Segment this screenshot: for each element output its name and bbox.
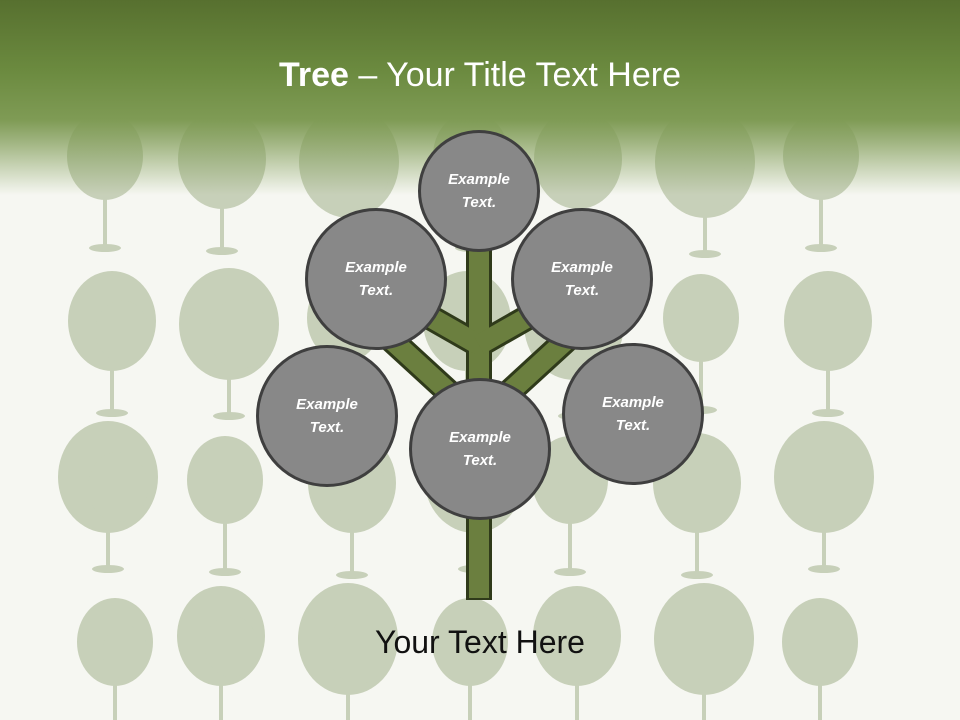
node-center-text: Example Text. (449, 429, 511, 469)
node-upper-right-text: Example Text. (551, 259, 613, 299)
background-tree-icon (187, 436, 263, 576)
title-rest: Your Title Text Here (386, 56, 681, 94)
background-tree-icon (58, 421, 158, 573)
background-tree-icon (77, 598, 153, 720)
node-upper-right[interactable]: Example Text. (511, 208, 653, 350)
background-tree-icon (774, 421, 874, 573)
node-top[interactable]: Example Text. (418, 130, 540, 252)
title-separator: – (348, 56, 387, 94)
node-center[interactable]: Example Text. (409, 378, 551, 520)
node-upper-left-text: Example Text. (345, 259, 407, 299)
background-tree-icon (68, 271, 156, 417)
background-tree-icon (298, 583, 398, 720)
background-tree-icon (782, 598, 858, 720)
slide-title[interactable]: Tree – Your Title Text Here (0, 52, 960, 98)
node-lower-right-text: Example Text. (602, 394, 664, 434)
background-tree-icon (177, 586, 265, 720)
node-upper-left[interactable]: Example Text. (305, 208, 447, 350)
footer-text[interactable]: Your Text Here (375, 624, 585, 660)
background-tree-icon (179, 268, 279, 420)
background-tree-icon (654, 583, 754, 720)
title-strong: Tree (279, 56, 349, 94)
node-lower-right[interactable]: Example Text. (562, 343, 704, 485)
background-tree-icon (784, 271, 872, 417)
node-top-text: Example Text. (448, 171, 510, 211)
node-lower-left-text: Example Text. (296, 396, 358, 436)
background-tree-icon (533, 586, 621, 720)
background-tree-icon (432, 598, 508, 720)
node-lower-left[interactable]: Example Text. (256, 345, 398, 487)
